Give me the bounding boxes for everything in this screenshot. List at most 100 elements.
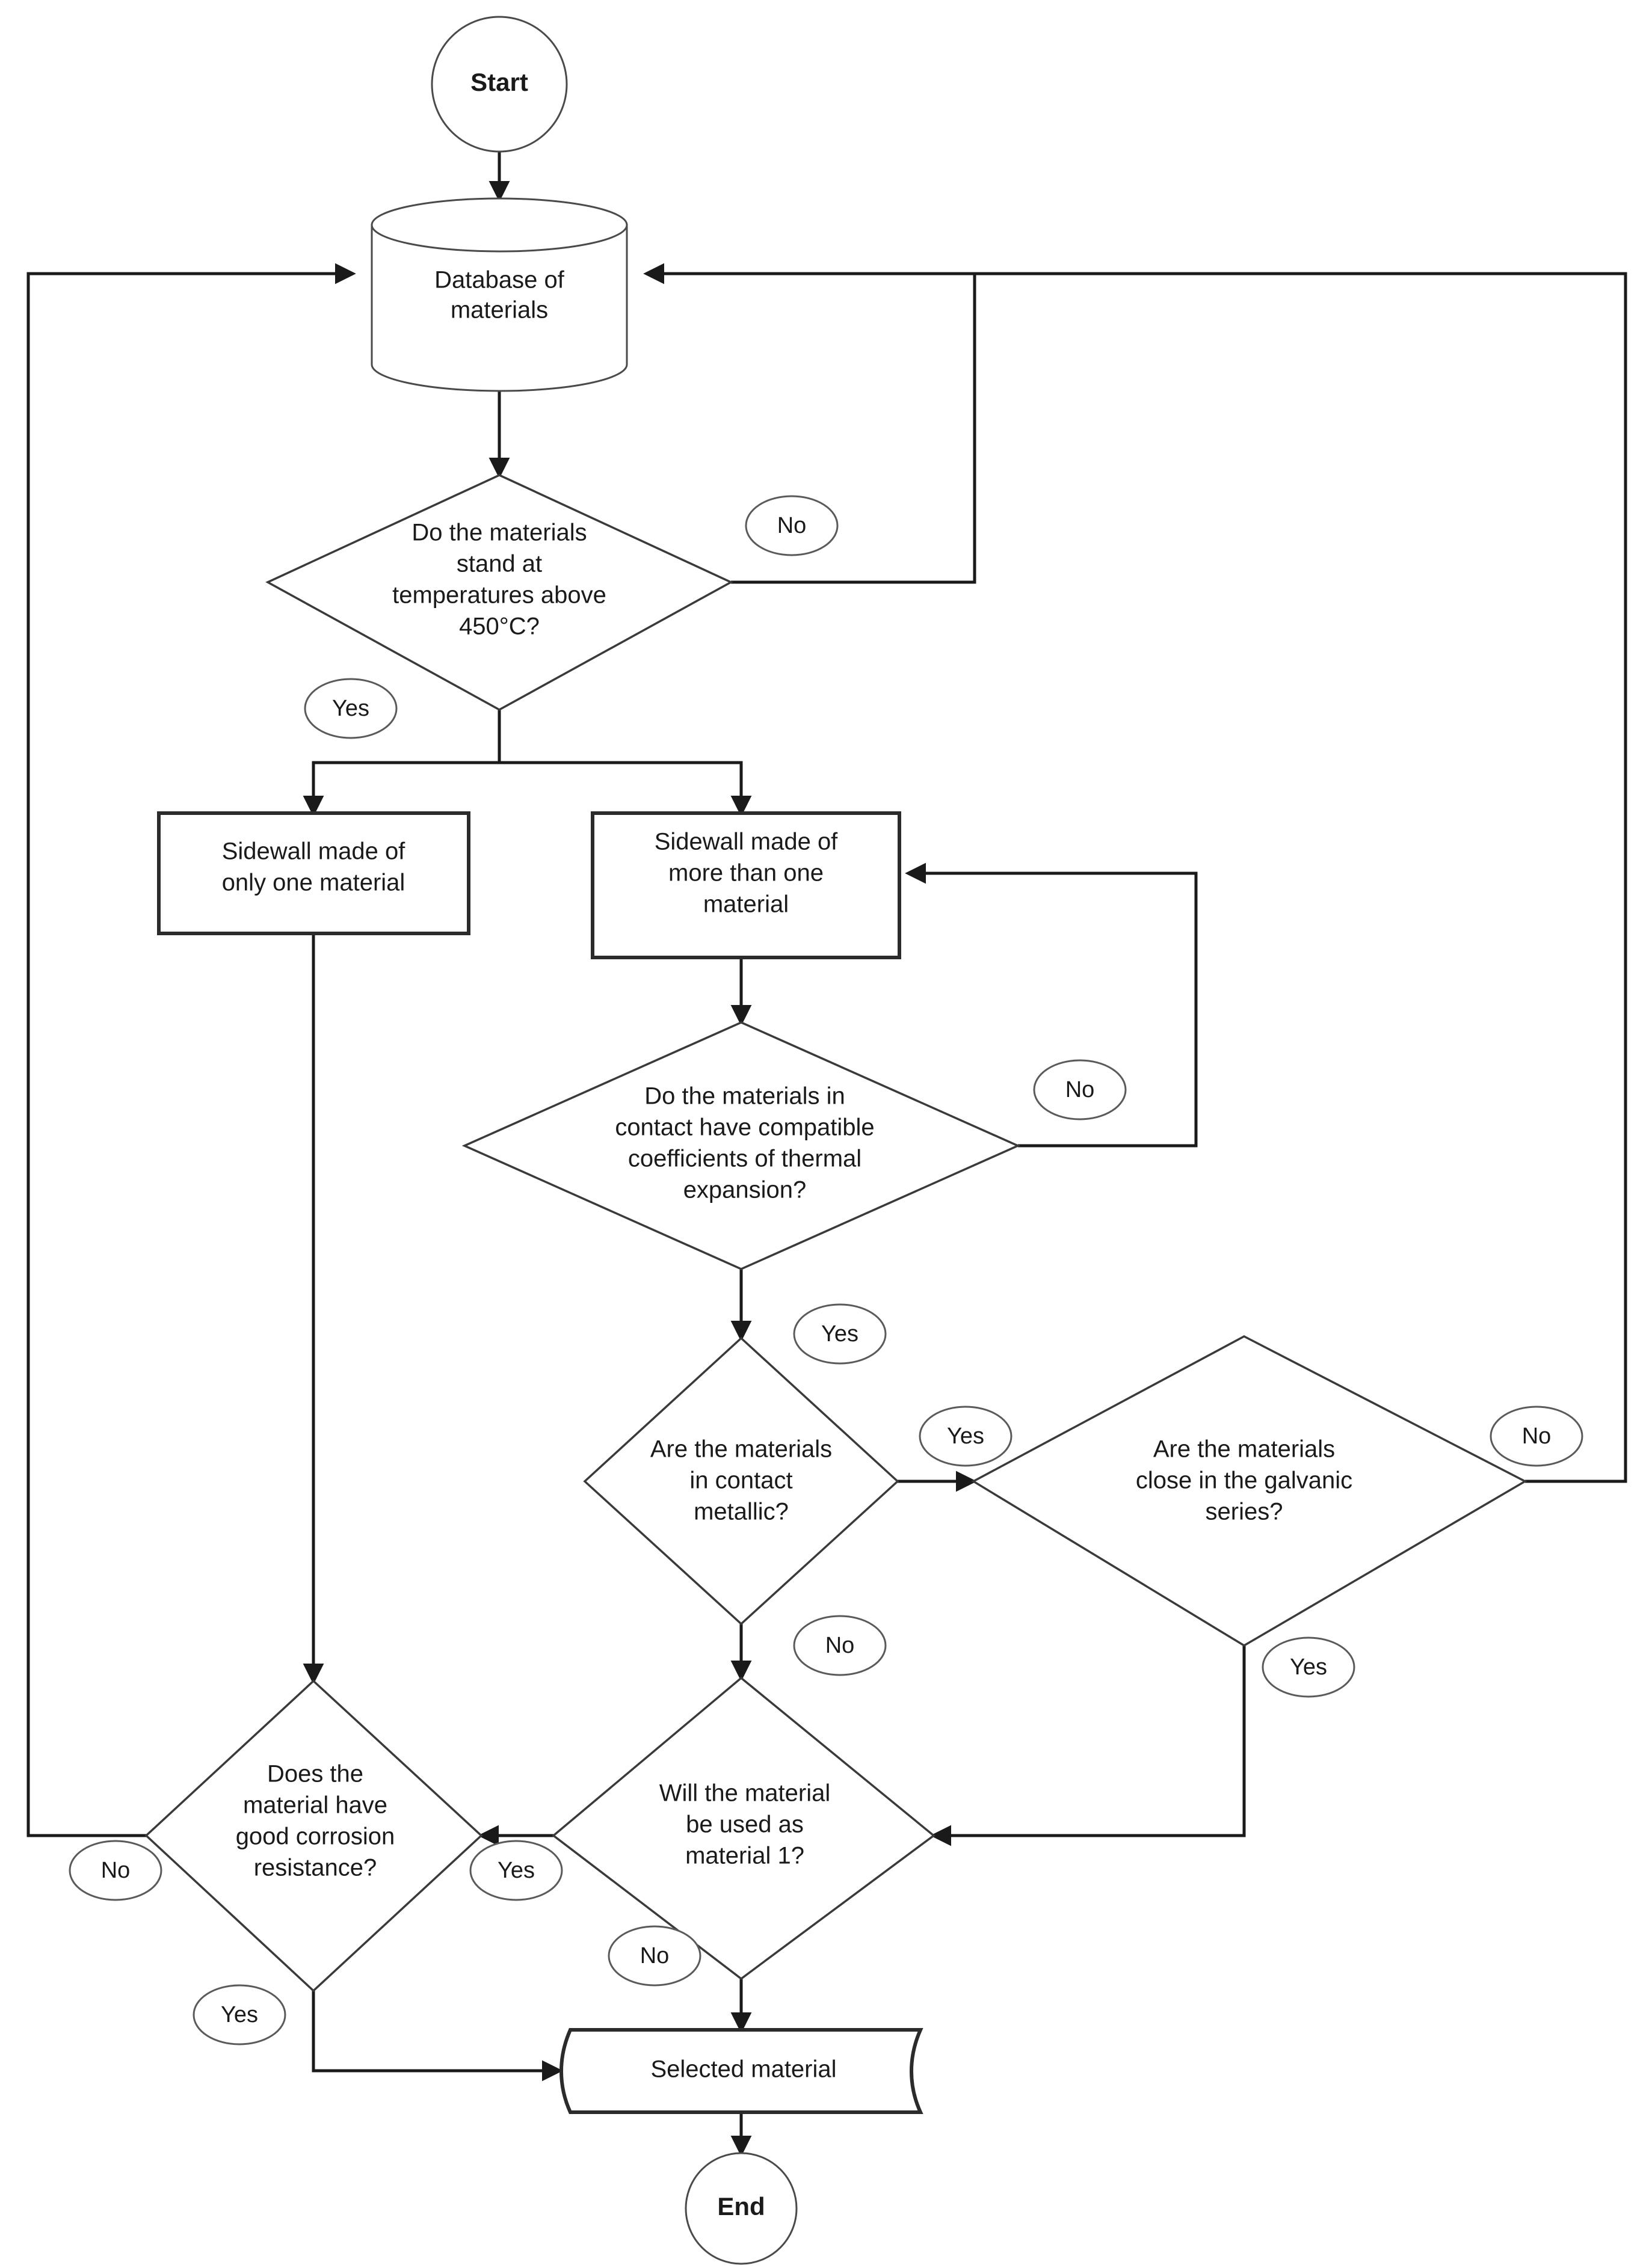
end-circle [685, 2152, 798, 2265]
edge-thermal-no-loop [905, 862, 1198, 1148]
edge-label-thermal-no: No [1033, 1059, 1127, 1120]
galvanic-label-line2: close in the galvanic [1136, 1467, 1352, 1494]
thermal-yes-text: Yes [821, 1321, 858, 1347]
temperature-label-line2: stand at [457, 551, 542, 577]
edge-label-metallic-yes: Yes [919, 1406, 1012, 1467]
metallic-label-line3: metallic? [694, 1499, 789, 1525]
corrosion-label-line4: resistance? [254, 1855, 377, 1881]
corrosion-yes-right-ellipse [469, 1840, 563, 1901]
connectors [26, 150, 1627, 2157]
edge-galvanic-yes-to-material1 [930, 1646, 1246, 1846]
selected-material-label: Selected material [650, 2056, 836, 2083]
edge-temperature-yes-to-sidewall-many [499, 761, 752, 817]
material1-label-line2: be used as [686, 1812, 804, 1838]
corrosion-yes-right-text: Yes [498, 1858, 535, 1883]
start-label: Start [470, 68, 528, 96]
material1-label-line1: Will the material [659, 1780, 831, 1807]
edge-corrosion-no-loop [26, 263, 356, 1837]
edge-corrosion-yes-to-selected [312, 1991, 563, 2082]
temperature-yes-ellipse [304, 678, 398, 739]
material1-label-line3: material 1? [685, 1843, 804, 1869]
end-label: End [717, 2192, 765, 2220]
node-selected-material[interactable]: Selected material [559, 2028, 923, 2114]
edge-label-temperature-no: No [745, 495, 839, 556]
corrosion-diamond [144, 1679, 483, 1993]
metallic-no-ellipse [793, 1615, 887, 1676]
temperature-yes-text: Yes [332, 696, 369, 721]
edge-label-corrosion-yes-right: Yes [469, 1840, 563, 1901]
material1-diamond [552, 1676, 935, 1981]
material1-no-text: No [640, 1943, 670, 1968]
sidewall-one-rect [157, 811, 470, 935]
edge-label-temperature-yes: Yes [304, 678, 398, 739]
edge-labels: No Yes No Yes Yes No No Yes [69, 495, 1583, 2045]
metallic-label-line1: Are the materials [650, 1436, 832, 1463]
galvanic-yes-text: Yes [1290, 1655, 1327, 1680]
start-circle [431, 16, 568, 153]
node-end[interactable]: End [685, 2152, 798, 2265]
material1-no-ellipse [608, 1925, 701, 1987]
metallic-yes-text: Yes [947, 1424, 984, 1449]
galvanic-no-text: No [1522, 1424, 1552, 1449]
metallic-yes-ellipse [919, 1406, 1012, 1467]
node-galvanic-decision[interactable]: Are the materials close in the galvanic … [971, 1335, 1527, 1647]
temperature-diamond [265, 474, 733, 711]
node-start[interactable]: Start [431, 16, 568, 153]
database-body [371, 224, 628, 392]
corrosion-no-text: No [101, 1858, 131, 1883]
temperature-label-line4: 450°C? [459, 613, 540, 640]
edge-label-material1-no: No [608, 1925, 701, 1987]
database-label-line1: Database of [434, 267, 565, 293]
node-thermal-decision[interactable]: Do the materials in contact have compati… [461, 1021, 1021, 1270]
edge-galvanic-no-loop [647, 272, 1627, 1483]
sidewall-many-line3: material [703, 891, 789, 918]
edge-label-corrosion-yes-bottom: Yes [193, 1984, 286, 2045]
temperature-label-line1: Do the materials [411, 520, 587, 546]
metallic-no-text: No [825, 1633, 855, 1658]
sidewall-one-line2: only one material [222, 870, 405, 896]
node-sidewall-one[interactable]: Sidewall made of only one material [157, 811, 470, 935]
corrosion-label-line2: material have [243, 1792, 387, 1819]
selected-material-document [559, 2028, 923, 2114]
metallic-label-line2: in contact [689, 1467, 792, 1494]
corrosion-yes-bottom-text: Yes [221, 2002, 258, 2027]
node-metallic-decision[interactable]: Are the materials in contact metallic? [583, 1336, 899, 1626]
temperature-label-line3: temperatures above [392, 582, 606, 609]
node-database[interactable]: Database of materials [371, 197, 628, 392]
sidewall-one-line1: Sidewall made of [222, 838, 405, 865]
edge-label-galvanic-yes: Yes [1262, 1636, 1355, 1698]
corrosion-no-ellipse [69, 1840, 162, 1901]
edge-label-corrosion-no: No [69, 1840, 162, 1901]
galvanic-diamond [971, 1335, 1527, 1647]
thermal-label-line3: coefficients of thermal [628, 1146, 861, 1172]
edge-temperature-yes-to-sidewall-one [303, 761, 499, 817]
edge-label-metallic-no: No [793, 1615, 887, 1676]
thermal-label-line2: contact have compatible [615, 1114, 874, 1141]
thermal-no-text: No [1065, 1077, 1095, 1102]
thermal-label-line1: Do the materials in [644, 1083, 845, 1110]
node-temperature-decision[interactable]: Do the materials stand at temperatures a… [265, 474, 733, 711]
node-sidewall-many[interactable]: Sidewall made of more than one material [591, 811, 901, 959]
corrosion-yes-bottom-ellipse [193, 1984, 286, 2045]
galvanic-label-line1: Are the materials [1153, 1436, 1335, 1463]
thermal-label-line4: expansion? [683, 1177, 807, 1203]
node-material1-decision[interactable]: Will the material be used as material 1? [552, 1676, 935, 1981]
corrosion-label-line1: Does the [267, 1761, 363, 1787]
thermal-yes-ellipse [793, 1303, 887, 1365]
sidewall-many-line1: Sidewall made of [655, 829, 838, 855]
database-label-line2: materials [451, 297, 548, 324]
sidewall-many-rect [591, 811, 901, 959]
thermal-diamond [461, 1021, 1021, 1270]
thermal-no-ellipse [1033, 1059, 1127, 1120]
node-corrosion-decision[interactable]: Does the material have good corrosion re… [144, 1679, 483, 1993]
temperature-no-text: No [777, 513, 807, 538]
galvanic-no-ellipse [1490, 1406, 1583, 1467]
metallic-diamond [583, 1336, 899, 1626]
edge-label-galvanic-no: No [1490, 1406, 1583, 1467]
temperature-no-ellipse [745, 495, 839, 556]
edge-label-thermal-yes: Yes [793, 1303, 887, 1365]
database-top-ellipse [371, 197, 628, 253]
galvanic-yes-ellipse [1262, 1636, 1355, 1698]
